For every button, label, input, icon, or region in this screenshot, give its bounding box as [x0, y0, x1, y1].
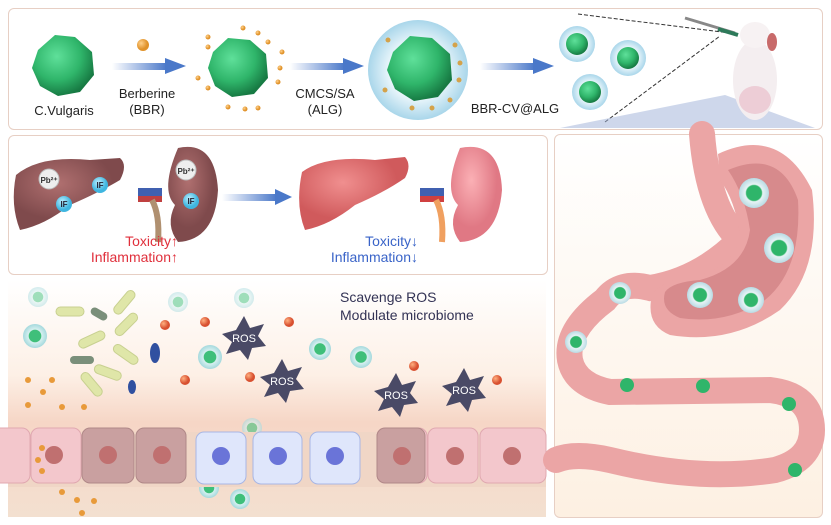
pb-ion-icon: Pb²⁺ [175, 159, 197, 181]
modulate-microbiome-label: Modulate microbiome [340, 307, 474, 323]
pb-label: Pb²⁺ [40, 176, 57, 185]
berberine-particle-icon [137, 39, 149, 51]
ros-dots [160, 317, 502, 385]
ros-label: ROS [232, 333, 256, 345]
toxicity-text: Toxicity [365, 233, 411, 249]
oral-gavage-icon [560, 13, 815, 128]
arrow-icon [222, 189, 292, 205]
synthesis-illustration [32, 13, 815, 128]
toxicity-increase-label: Toxicity↑ [78, 233, 178, 249]
ros-label: ROS [270, 376, 294, 388]
pb-ion-icon: Pb²⁺ [38, 168, 60, 190]
down-arrow-icon: ↓ [411, 233, 418, 249]
label-product: BBR-CV@ALG [470, 101, 560, 116]
bbr-loaded-cell-icon [195, 25, 285, 112]
ros-label: ROS [452, 385, 476, 397]
if-label: IF [60, 200, 67, 209]
toxicity-text: Toxicity [125, 233, 171, 249]
label-alg-line1: CMCS/SA [295, 86, 355, 101]
ros-label: ROS [384, 390, 408, 402]
scavenge-ros-label: Scavenge ROS [340, 289, 437, 305]
ros-star-icon: ROS [442, 368, 486, 412]
berberine-dots [25, 377, 97, 516]
inflammation-decrease-label: Inflammation↓ [298, 249, 418, 265]
if-label: IF [96, 181, 103, 190]
chlorella-cell-icon [32, 35, 94, 96]
stomach-intestine-icon [543, 121, 826, 488]
label-berberine: Berberine (BBR) [107, 86, 187, 118]
bacteria-dark [70, 307, 108, 364]
toxicity-decrease-label: Toxicity↓ [318, 233, 418, 249]
bacteria-group [55, 290, 139, 397]
epithelial-cells [0, 427, 547, 487]
pb-label: Pb²⁺ [177, 167, 194, 176]
down-arrow-icon: ↓ [411, 249, 418, 265]
arrow-icon [112, 58, 186, 74]
inflammation-increase-label: Inflammation↑ [58, 249, 178, 265]
label-berberine-line1: Berberine [118, 86, 176, 101]
organ-illustration: Pb²⁺ IF IF Pb²⁺ IF [13, 146, 502, 243]
released-algae [620, 378, 802, 477]
arrow-icon [480, 58, 554, 74]
label-c-vulgaris: C.Vulgaris [34, 103, 94, 118]
ros-star-icon: ROS [260, 359, 304, 403]
diseased-liver-icon [13, 158, 124, 230]
inflammation-text: Inflammation [90, 249, 171, 265]
encapsulated-cell-icon [368, 20, 468, 120]
label-alg: CMCS/SA (ALG) [285, 86, 365, 118]
gi-tract-illustration [543, 121, 826, 488]
healthy-liver-icon [299, 157, 409, 230]
up-arrow-icon: ↑ [171, 233, 178, 249]
label-alg-line2: (ALG) [307, 102, 343, 117]
capsule-in-stomach [565, 178, 794, 353]
bacteria-blue [128, 343, 160, 394]
up-arrow-icon: ↑ [171, 249, 178, 265]
mechanism-text: Scavenge ROS Modulate microbiome [340, 288, 540, 324]
ros-star-icon: ROS [374, 373, 418, 417]
ros-star-icon: ROS [222, 316, 266, 360]
bbr-cv-alg-particles [559, 26, 646, 110]
if-label: IF [187, 197, 194, 206]
label-berberine-line2: (BBR) [129, 102, 165, 117]
intestine-illustration: ROS ROS ROS ROS [0, 287, 547, 516]
inflammatory-factor-icon: IF [183, 193, 199, 209]
arrow-icon [290, 58, 364, 74]
inflammatory-factor-icon: IF [92, 177, 108, 193]
healthy-kidney-icon [420, 146, 502, 243]
inflammation-text: Inflammation [330, 249, 411, 265]
inflammatory-factor-icon: IF [56, 196, 72, 212]
diseased-kidney-icon [138, 146, 218, 243]
